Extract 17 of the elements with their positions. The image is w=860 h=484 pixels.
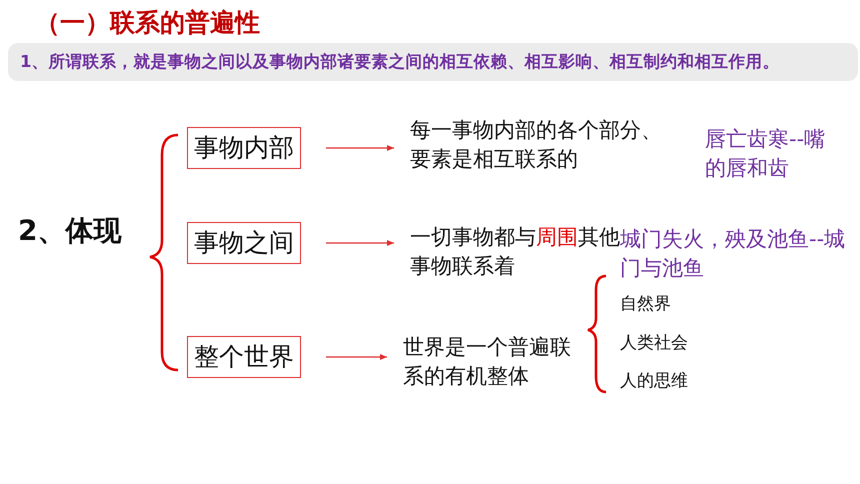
list-item: 自然界 — [620, 293, 671, 315]
description-text: 一切事物都与周围其他事物联系着 — [410, 223, 620, 281]
arrow — [326, 240, 394, 246]
category-box: 整个世界 — [187, 336, 301, 378]
category-box: 事物内部 — [187, 127, 301, 169]
slide-title: （一）联系的普遍性 — [35, 7, 260, 39]
list-item: 人的思维 — [620, 370, 688, 392]
description-text: 每一事物内部的各个部分、要素是相互联系的 — [410, 116, 675, 174]
heading-label: 2、体现 — [18, 213, 122, 249]
list-item: 人类社会 — [620, 332, 688, 354]
arrow — [326, 145, 394, 151]
example-text: 城门失火，殃及池鱼--城门与池鱼 — [620, 226, 846, 282]
description-text: 世界是一个普遍联系的有机整体 — [403, 333, 588, 391]
definition-banner: 1、所谓联系，就是事物之间以及事物内部诸要素之间的相互依赖、相互影响、相互制约和相互作用。 — [8, 43, 858, 81]
arrow — [326, 354, 387, 360]
category-box: 事物之间 — [187, 222, 301, 264]
example-text: 唇亡齿寒--嘴的唇和齿 — [705, 126, 826, 182]
